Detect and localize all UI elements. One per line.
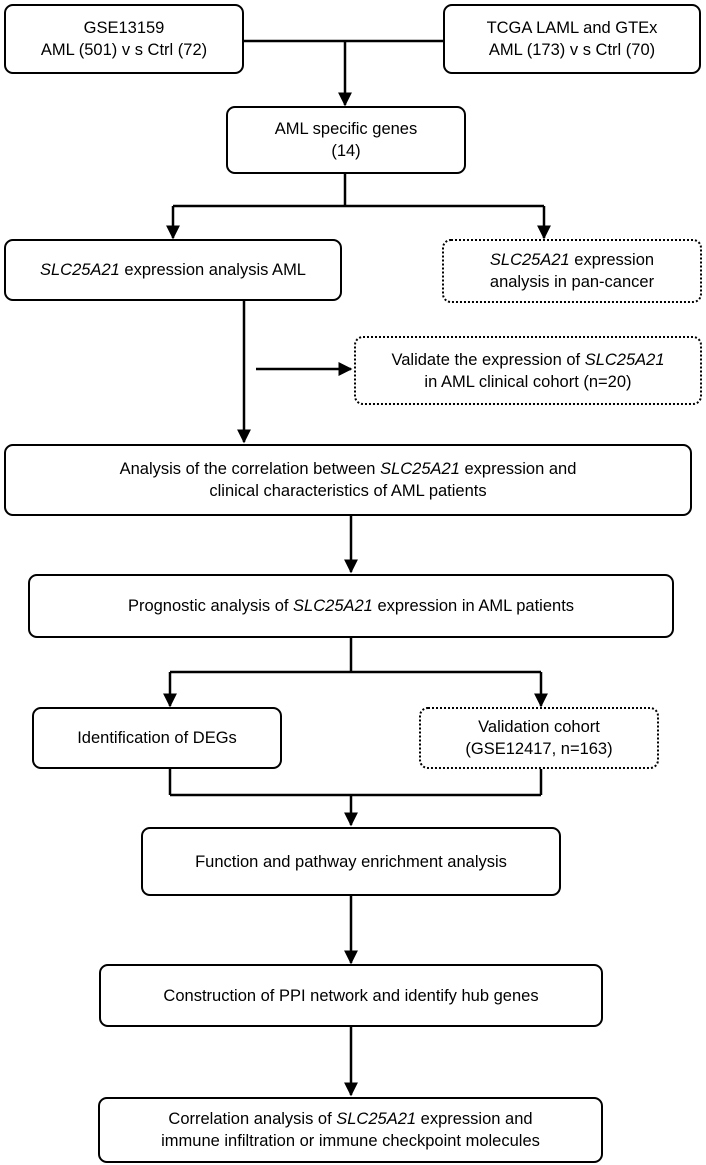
validation-cohort-line2: (GSE12417, n=163) [465,740,613,758]
correlation-clin-post: expression and [459,460,577,478]
node-correlation-clinical: Analysis of the correlation between SLC2… [4,444,692,516]
function-label: Function and pathway enrichment analysis [195,852,507,871]
immune-line2: immune infiltration or immune checkpoint… [161,1132,540,1150]
slc-aml-label: SLC25A21 expression analysis AML [40,259,306,281]
node-ppi-network: Construction of PPI network and identify… [99,964,603,1027]
immune-post: expression and [416,1110,533,1128]
slc-pan-rest: expression [569,251,655,269]
degs-label: Identification of DEGs [77,729,237,747]
immune-line1: Correlation analysis of SLC25A21 express… [168,1108,532,1130]
slc-pan-line1: SLC25A21 expression [490,249,654,271]
validate-gene: SLC25A21 [584,350,665,369]
correlation-clin-line2: clinical characteristics of AML patients [209,482,487,500]
validate-line2: in AML clinical cohort (n=20) [424,372,632,391]
slc-aml-rest: expression analysis AML [119,261,306,279]
gse13159-line2: AML (501) v s Ctrl (72) [40,41,208,59]
node-prognostic-analysis: Prognostic analysis of SLC25A21 expressi… [28,574,674,638]
correlation-clin-gene: SLC25A21 [380,460,460,478]
correlation-clin-line1: Analysis of the correlation between SLC2… [120,458,577,480]
node-slc-aml-analysis: SLC25A21 expression analysis AML [4,239,342,301]
validation-cohort-line1: Validation cohort [478,718,600,736]
tcga-line2: AML (173) v s Ctrl (70) [488,41,656,59]
aml-specific-line1: AML specific genes [274,120,418,138]
node-validate-clinical: Validate the expression of SLC25A21 in A… [354,336,702,405]
validate-pre: Validate the expression of [391,350,585,369]
node-function-pathway: Function and pathway enrichment analysis [141,827,561,896]
node-tcga-gtex: TCGA LAML and GTEx AML (173) v s Ctrl (7… [443,4,701,74]
gse13159-line1: GSE13159 [83,19,165,37]
node-identification-degs: Identification of DEGs [32,707,282,769]
node-slc-pan-cancer: SLC25A21 expression analysis in pan-canc… [442,239,702,303]
immune-gene: SLC25A21 [336,1110,417,1128]
immune-pre: Correlation analysis of [168,1110,337,1128]
node-gse13159: GSE13159 AML (501) v s Ctrl (72) [4,4,244,74]
validate-line1: Validate the expression of SLC25A21 [391,349,664,371]
slc-pan-line2: analysis in pan-cancer [489,273,655,291]
node-validation-cohort: Validation cohort (GSE12417, n=163) [419,707,659,769]
prognostic-gene: SLC25A21 [293,597,373,615]
node-aml-specific-genes: AML specific genes (14) [226,106,466,174]
node-immune-correlation: Correlation analysis of SLC25A21 express… [98,1097,603,1163]
correlation-clin-pre: Analysis of the correlation between [119,460,381,478]
aml-specific-line2: (14) [331,142,361,160]
prognostic-post: expression in AML patients [372,597,575,615]
prognostic-label: Prognostic analysis of SLC25A21 expressi… [128,595,574,617]
slc-pan-gene: SLC25A21 [489,251,570,269]
ppi-label: Construction of PPI network and identify… [163,986,539,1005]
tcga-line1: TCGA LAML and GTEx [486,19,658,37]
slc-aml-gene: SLC25A21 [40,261,120,279]
prognostic-pre: Prognostic analysis of [127,597,294,615]
